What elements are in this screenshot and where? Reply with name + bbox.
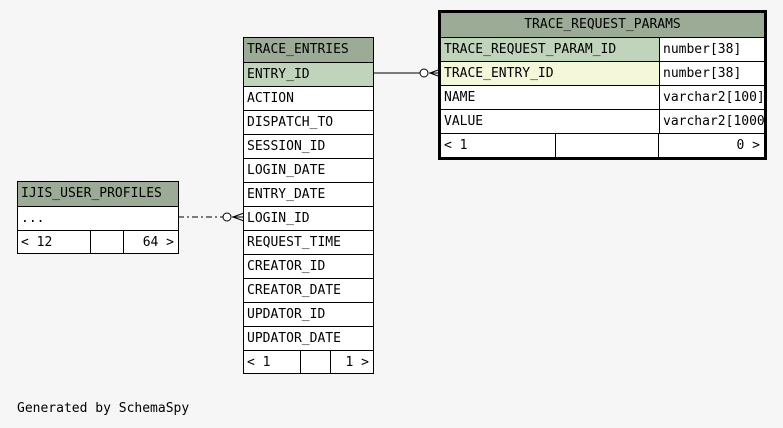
- column-row[interactable]: REQUEST_TIME: [244, 230, 373, 254]
- parent-count: < 1: [444, 138, 468, 153]
- table-title: TRACE_ENTRIES: [247, 42, 349, 57]
- column-name: NAME: [444, 90, 476, 105]
- child-count: 0 >: [736, 138, 760, 153]
- column-type: varchar2[100]: [659, 86, 764, 109]
- column-row[interactable]: CREATOR_DATE: [244, 278, 373, 302]
- column-name: CREATOR_DATE: [247, 283, 341, 298]
- column-row[interactable]: UPDATOR_DATE: [244, 326, 373, 350]
- column-row[interactable]: LOGIN_DATE: [244, 158, 373, 182]
- column-type: varchar2[1000]: [659, 110, 764, 133]
- column-row[interactable]: ...: [18, 206, 178, 230]
- child-count: 64 >: [142, 235, 174, 250]
- trace-entries-table[interactable]: TRACE_ENTRIES ENTRY_ID ACTION DISPATCH_TO S…: [243, 37, 374, 374]
- child-count: 1 >: [345, 355, 369, 370]
- column-name: TRACE_ENTRY_ID: [441, 62, 659, 85]
- column-name: SESSION_ID: [247, 139, 326, 154]
- column-name: ...: [21, 211, 45, 226]
- column-row[interactable]: ENTRY_ID: [244, 62, 373, 86]
- column-name: LOGIN_ID: [247, 211, 310, 226]
- table-footer: < 1 1 >: [244, 350, 373, 374]
- column-type: number[38]: [659, 62, 764, 85]
- column-row[interactable]: ACTION: [244, 86, 373, 110]
- column-name: LOGIN_DATE: [247, 163, 326, 178]
- footer-divider: [300, 351, 331, 374]
- parent-count: < 12: [21, 235, 53, 250]
- column-name: ACTION: [247, 91, 294, 106]
- column-name: REQUEST_TIME: [247, 235, 341, 250]
- column-row[interactable]: NAME varchar2[100]: [441, 85, 764, 109]
- table-header[interactable]: TRACE_REQUEST_PARAMS: [441, 13, 764, 37]
- table-header[interactable]: TRACE_ENTRIES: [244, 38, 373, 62]
- footer-divider: [555, 134, 659, 157]
- parent-count: < 1: [247, 355, 271, 370]
- table-footer: < 12 64 >: [18, 230, 178, 254]
- column-row[interactable]: VALUE varchar2[1000]: [441, 109, 764, 133]
- column-type: number[38]: [659, 38, 764, 61]
- column-row[interactable]: UPDATOR_ID: [244, 302, 373, 326]
- column-row[interactable]: ENTRY_DATE: [244, 182, 373, 206]
- column-name: UPDATOR_ID: [247, 307, 326, 322]
- column-name: CREATOR_ID: [247, 259, 326, 274]
- table-footer: < 1 0 >: [441, 133, 764, 157]
- column-name: UPDATOR_DATE: [247, 331, 341, 346]
- column-row[interactable]: SESSION_ID: [244, 134, 373, 158]
- relationship-entries-to-params: [373, 68, 442, 78]
- column-row[interactable]: DISPATCH_TO: [244, 110, 373, 134]
- column-name: DISPATCH_TO: [247, 115, 334, 130]
- generated-by-text: Generated by SchemaSpy: [17, 401, 190, 416]
- table-title: IJIS_USER_PROFILES: [21, 186, 162, 201]
- table-title: TRACE_REQUEST_PARAMS: [524, 17, 681, 32]
- column-name: ENTRY_ID: [247, 67, 310, 82]
- column-name: TRACE_REQUEST_PARAM_ID: [441, 38, 659, 61]
- relationship-profiles-to-entries: [178, 212, 245, 222]
- table-header[interactable]: IJIS_USER_PROFILES: [18, 182, 178, 206]
- ijis-user-profiles-table[interactable]: IJIS_USER_PROFILES ... < 12 64 >: [17, 181, 179, 254]
- trace-request-params-table[interactable]: TRACE_REQUEST_PARAMS TRACE_REQUEST_PARAM…: [438, 10, 767, 160]
- column-name: VALUE: [444, 114, 484, 129]
- column-row[interactable]: CREATOR_ID: [244, 254, 373, 278]
- footer-divider: [90, 231, 124, 254]
- column-row[interactable]: LOGIN_ID: [244, 206, 373, 230]
- column-name: ENTRY_DATE: [247, 187, 326, 202]
